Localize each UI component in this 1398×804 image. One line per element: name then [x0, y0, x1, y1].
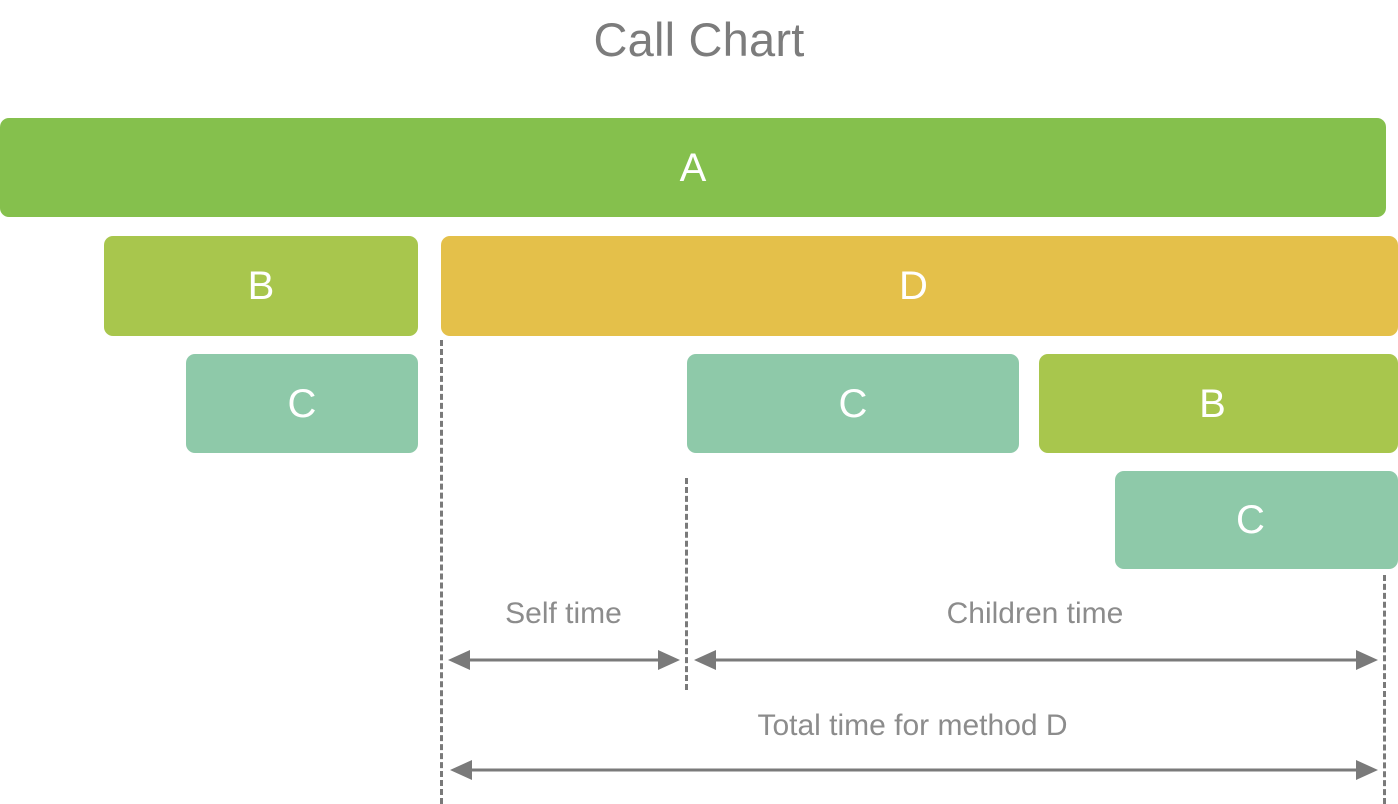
frame-label-c-2: C [838, 381, 868, 426]
page-title: Call Chart [593, 13, 805, 66]
frame-bar-a[interactable]: A [0, 118, 1386, 217]
frame-bar-c-1[interactable]: C [186, 354, 418, 453]
frame-label-a: A [679, 145, 707, 190]
total-time-label: Total time for method D [757, 709, 1068, 742]
frame-bar-b-2[interactable]: B [1039, 354, 1398, 453]
children-time-arrow [694, 649, 1378, 671]
total-time-arrow [450, 759, 1378, 781]
frame-label-b-2: B [1199, 381, 1226, 426]
frame-bar-b-1[interactable]: B [104, 236, 418, 336]
self-time-label: Self time [505, 597, 622, 630]
guide-line-d-end [1383, 575, 1386, 804]
self-time-arrow [448, 649, 680, 671]
guide-line-d-start [440, 340, 443, 804]
frame-bar-d[interactable]: D [441, 236, 1398, 336]
frame-label-c-1: C [287, 381, 317, 426]
guide-line-children-start [685, 478, 688, 690]
frame-bar-c-2[interactable]: C [687, 354, 1019, 453]
frame-label-c-3: C [1236, 498, 1265, 542]
frame-label-b-1: B [247, 264, 275, 308]
frame-label-d: D [899, 264, 928, 308]
children-time-label: Children time [946, 597, 1124, 630]
frame-bar-c-3[interactable]: C [1115, 471, 1398, 569]
